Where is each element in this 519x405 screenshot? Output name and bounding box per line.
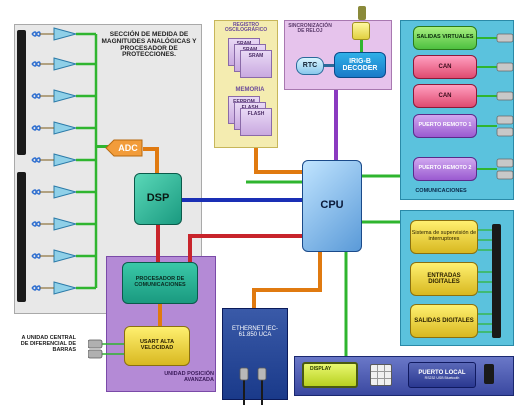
clock-sync-title: SINCRONIZACIÓN DE RELOJ: [288, 23, 332, 35]
advanced-unit-label: UNIDAD POSICIÓN AVANZADA: [164, 371, 214, 383]
rtc-label: RTC: [302, 62, 318, 70]
adc-block: ADC: [104, 139, 144, 157]
irig-b-decoder-label: IRIG-B DECODER: [342, 57, 378, 72]
can-box-2: CAN: [413, 84, 477, 108]
terminal-strip-bottom: [17, 172, 26, 302]
gps-module: [352, 22, 370, 40]
local-port-sublabel: RS232 USB Bluetooth: [424, 375, 460, 380]
communications-title: COMUNICACIONES: [415, 188, 467, 194]
adc-label: ADC: [118, 143, 138, 153]
ethernet-panel: [222, 308, 288, 400]
wire-channels-to-adc: [96, 145, 110, 148]
cpu-label: CPU: [320, 199, 344, 212]
rtc-box: RTC: [296, 57, 324, 75]
keypad-icon: [370, 364, 392, 386]
usb-port-icon: [484, 364, 494, 384]
bus-differential-label: A UNIDAD CENTRAL DE DIFERENCIAL DE BARRA…: [20, 335, 76, 353]
cpu-block: CPU: [302, 160, 362, 252]
remote-port-2-box: PUERTO REMOTO 2: [413, 157, 477, 181]
io-wires: [478, 229, 492, 333]
ethernet-connectors: [239, 367, 267, 405]
measurement-section-title: SECCIÓN DE MEDIDA DE MAGNITUDES ANALÓGIC…: [101, 31, 197, 59]
breaker-supervision-box: Sistema de supervisión de interruptores: [410, 220, 478, 254]
io-terminal-strip: [492, 224, 501, 338]
local-port-box: PUERTO LOCAL RS232 USB Bluetooth: [408, 362, 476, 388]
flash-chip-2: FLASH: [240, 108, 272, 136]
memory-title: MEMORIA: [235, 87, 265, 93]
terminal-strip-top: [17, 30, 26, 155]
remote-port-1-box: PUERTO REMOTO 1: [413, 114, 477, 138]
virtual-outputs-box: SALIDAS VIRTUALES: [413, 26, 477, 50]
digital-outputs-box: SALIDAS DIGITALES: [410, 304, 478, 338]
dsp-block: DSP: [134, 173, 182, 225]
wire-gps-to-decoder: [360, 40, 363, 52]
comm-processor-box: PROCESADOR DE COMUNICACIONES: [122, 262, 198, 304]
sram-chip-3: SRAM: [240, 50, 272, 78]
input-channels-top: [31, 27, 98, 295]
wire-adc-to-dsp-down: [155, 147, 159, 173]
wire-adc-to-dsp: [143, 147, 159, 151]
ethernet-label: ETHERNET IEC-61.850 UCA: [232, 326, 278, 339]
display-box: DISPLAY: [302, 362, 358, 388]
wire-rtc-to-decoder: [324, 64, 334, 67]
fiber-connectors-left: [88, 339, 124, 359]
oscillographic-record-title: REGISTRO OSCILOGRÁFICO: [224, 22, 268, 34]
can-box-1: CAN: [413, 55, 477, 79]
digital-inputs-box: ENTRADAS DIGITALES: [410, 262, 478, 296]
comm-connectors: [477, 33, 514, 180]
usart-box: USART ALTA VELOCIDAD: [124, 326, 190, 366]
dsp-label: DSP: [146, 192, 170, 205]
antenna-icon: [358, 6, 366, 20]
local-port-label: PUERTO LOCAL: [418, 369, 466, 376]
irig-b-decoder: IRIG-B DECODER: [334, 52, 386, 78]
